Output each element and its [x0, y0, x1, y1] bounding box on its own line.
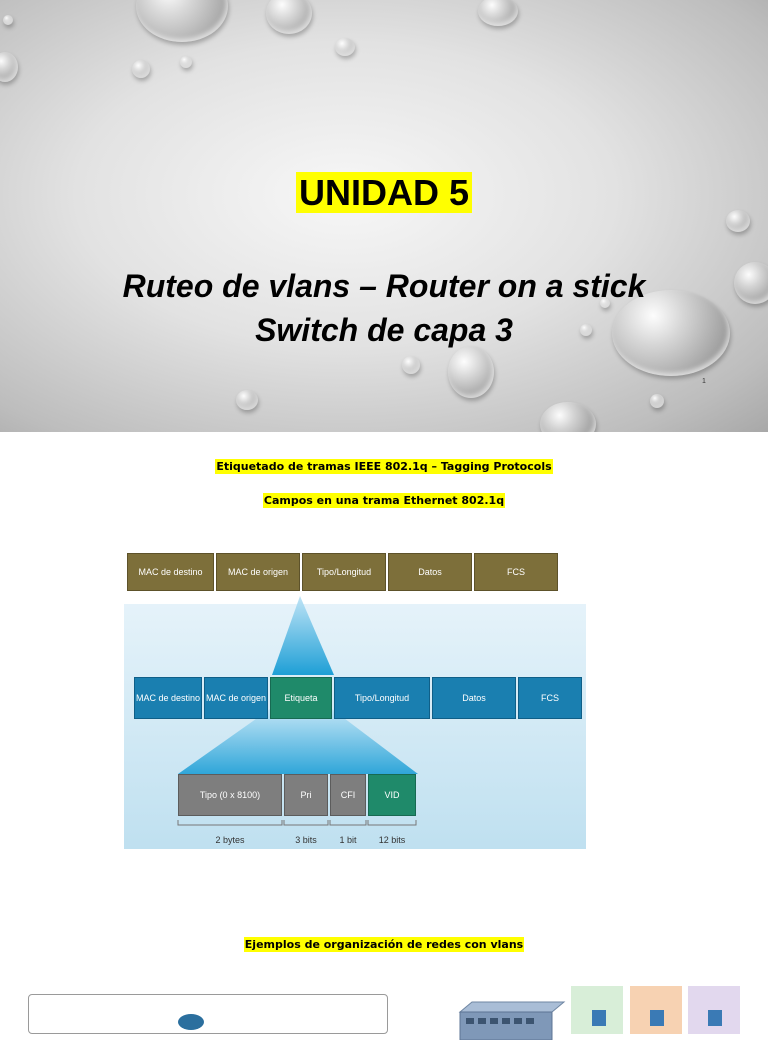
slide-number: 1 [702, 378, 706, 385]
field-datos: Datos [388, 553, 472, 591]
water-drop [734, 262, 768, 304]
tagged-field-tipo-longitud: Tipo/Longitud [334, 677, 430, 719]
water-drop [3, 15, 13, 25]
water-drop [726, 210, 750, 232]
field-tipo-longitud: Tipo/Longitud [302, 553, 386, 591]
water-drop [600, 298, 610, 308]
tag-field-pri: Pri [284, 774, 328, 816]
tagged-field-mac-destino: MAC de destino [134, 677, 202, 719]
water-drop [402, 356, 420, 374]
water-drop [580, 324, 592, 336]
water-drop [132, 60, 150, 78]
water-drop [448, 346, 494, 398]
size-label-tipo: 2 bytes [215, 835, 245, 845]
field-mac-destino: MAC de destino [127, 553, 214, 591]
heading-vlan-examples: Ejemplos de organización de redes con vl… [243, 937, 525, 952]
slide-subtitle-line1: Ruteo de vlans – Router on a stick [122, 268, 646, 304]
water-drop [612, 290, 730, 376]
tag-field-tipo: Tipo (0 x 8100) [178, 774, 282, 816]
tag-field-cfi: CFI [330, 774, 366, 816]
water-drop [266, 0, 312, 34]
size-label-vid: 12 bits [378, 835, 406, 845]
size-label-pri: 3 bits [295, 835, 317, 845]
heading-ethernet-fields: Campos en una trama Ethernet 802.1q [262, 493, 506, 508]
tagged-field-etiqueta: Etiqueta [270, 677, 332, 719]
slide-title: UNIDAD 5 [0, 172, 768, 214]
field-fcs: FCS [474, 553, 558, 591]
water-drop [478, 0, 518, 26]
size-label-cfi: 1 bit [339, 835, 357, 845]
heading-tagging: Etiquetado de tramas IEEE 802.1q – Taggi… [215, 459, 553, 474]
tag-field-vid: VID [368, 774, 416, 816]
water-drop [335, 38, 355, 56]
field-mac-origen: MAC de origen [216, 553, 300, 591]
network-example-card [28, 994, 388, 1034]
water-drop [236, 390, 258, 410]
switch-icon [458, 1001, 566, 1040]
tagged-field-mac-origen: MAC de origen [204, 677, 268, 719]
frame-diagram: MAC de destino MAC de origen Tipo/Longit… [124, 544, 586, 849]
water-drop [650, 394, 664, 408]
water-drop [540, 402, 596, 432]
water-drop [180, 56, 192, 68]
water-drop [136, 0, 228, 42]
title-slide: UNIDAD 5 Ruteo de vlans – Router on a st… [0, 0, 768, 432]
router-icon [178, 1014, 204, 1030]
pc-icon [650, 1010, 664, 1026]
pc-icon [592, 1010, 606, 1026]
water-drop [0, 52, 18, 82]
pc-icon [708, 1010, 722, 1026]
tagged-field-datos: Datos [432, 677, 516, 719]
tagged-field-fcs: FCS [518, 677, 582, 719]
slide-subtitle-line2: Switch de capa 3 [255, 312, 513, 348]
